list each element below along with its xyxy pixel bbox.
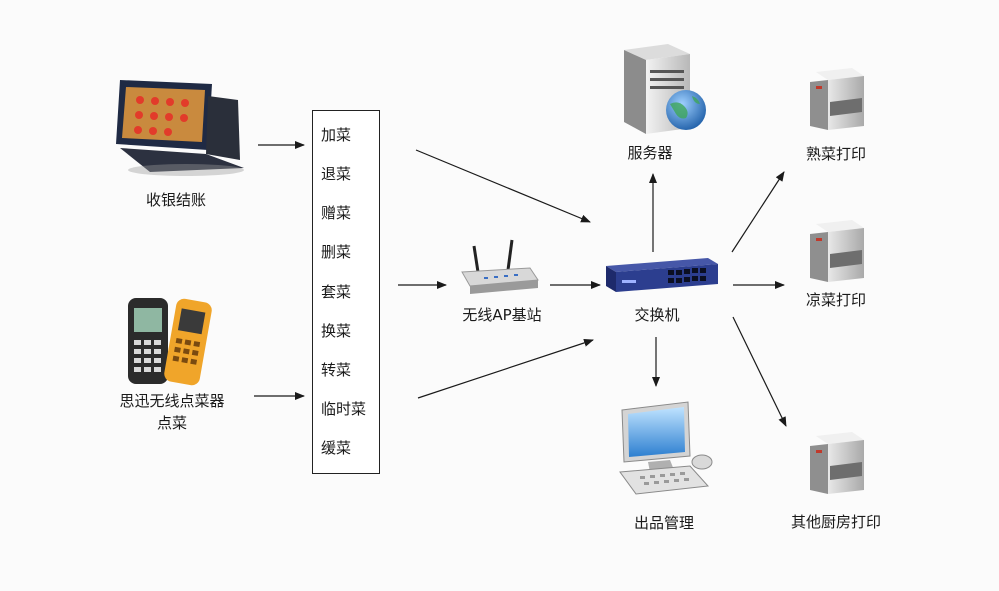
arrow-menu-to-switch-bottom (417, 339, 594, 399)
label-printer-cold: 凉菜打印 (805, 291, 867, 309)
arrow-switch-to-printer-hot (731, 171, 785, 253)
handheld-device-icon (128, 298, 212, 386)
menu-item: 退菜 (321, 165, 352, 183)
menu-item: 删菜 (321, 243, 352, 261)
label-handheld-line2: 点菜 (156, 414, 188, 432)
label-pos: 收银结账 (145, 191, 207, 209)
menu-item: 加菜 (321, 126, 352, 144)
arrows (254, 141, 787, 427)
printer-hot-icon (810, 68, 864, 130)
label-output: 出品管理 (633, 514, 695, 532)
arrow-switch-to-printer-other (732, 316, 787, 427)
menu-item: 换菜 (321, 322, 352, 340)
server-icon (624, 44, 706, 134)
label-ap: 无线AP基站 (462, 306, 542, 324)
label-switch: 交换机 (634, 306, 680, 324)
wireless-ap-icon (461, 239, 539, 294)
menu-item: 转菜 (321, 361, 352, 379)
label-handheld-line1: 思迅无线点菜器 (119, 392, 225, 410)
label-server: 服务器 (627, 144, 673, 162)
printer-other-icon (810, 432, 864, 494)
menu-item: 临时菜 (321, 400, 367, 418)
menu-item: 套菜 (321, 283, 352, 301)
menu-operations-box: 加菜 退菜 赠菜 删菜 套菜 换菜 转菜 临时菜 缓菜 (312, 110, 380, 474)
printer-cold-icon (810, 220, 864, 282)
arrow-menu-to-switch-top (415, 149, 591, 223)
computer-icon (619, 401, 713, 495)
menu-item: 赠菜 (321, 204, 352, 222)
menu-item: 缓菜 (321, 439, 352, 457)
label-printer-hot: 熟菜打印 (805, 145, 867, 163)
label-printer-other: 其他厨房打印 (790, 513, 882, 531)
pos-terminal-icon (116, 80, 244, 176)
network-switch-icon (606, 258, 718, 292)
